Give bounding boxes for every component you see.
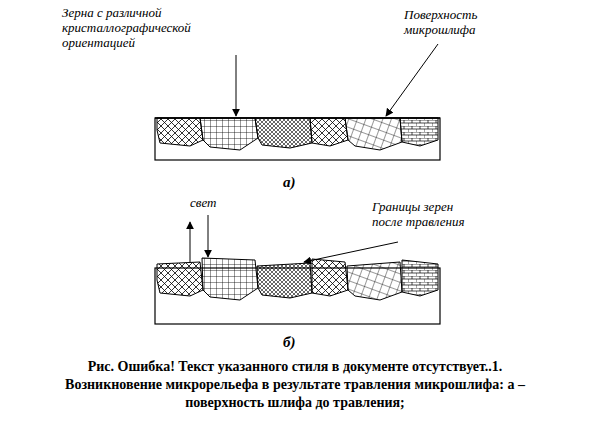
callout-text: Зерна с различной кристаллографической о…	[62, 6, 222, 51]
figure-caption: Рис. Ошибка! Текст указанного стиля в до…	[60, 358, 530, 413]
subfigure-mark: б)	[283, 334, 323, 351]
callout-text: Границы зерен после травления	[372, 200, 472, 230]
callout-text: Поверхность микрошлифа	[404, 8, 504, 38]
subfigure-mark: а)	[283, 174, 323, 191]
light-label: свет	[190, 196, 240, 211]
